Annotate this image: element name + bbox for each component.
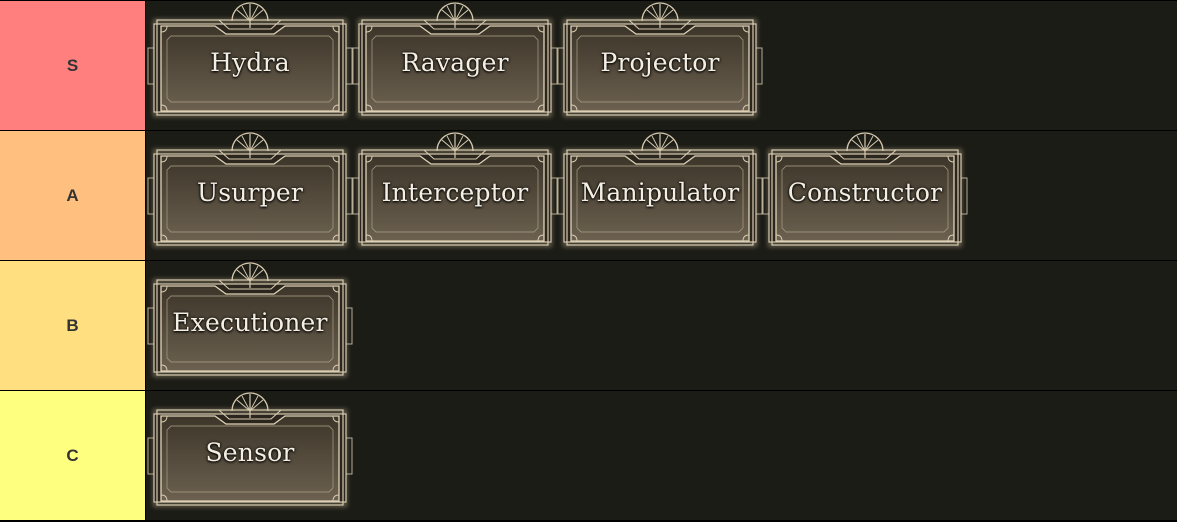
tier-item-card[interactable]: Sensor	[147, 391, 353, 520]
tier-item-card[interactable]: Manipulator	[557, 131, 763, 260]
tier-item-card[interactable]: Projector	[557, 1, 763, 130]
tier-label[interactable]: S	[0, 1, 145, 130]
tier-item-card[interactable]: Hydra	[147, 1, 353, 130]
tier-item-label: Sensor	[205, 438, 295, 467]
tier-row-b: B	[0, 261, 1177, 390]
ornate-frame-icon	[762, 132, 968, 247]
tier-label[interactable]: B	[0, 261, 145, 390]
tier-item-label: Projector	[600, 48, 720, 77]
tier-items-dropzone[interactable]: Usurper	[146, 131, 1177, 260]
ornate-frame-icon	[557, 132, 763, 247]
tier-item-label: Ravager	[401, 48, 509, 77]
ornate-frame-icon	[352, 132, 558, 247]
tier-item-label: Interceptor	[381, 178, 529, 207]
ornate-frame-icon	[147, 132, 353, 247]
tier-item-label: Executioner	[172, 308, 328, 337]
tier-item-label: Constructor	[787, 178, 943, 207]
tier-row-s: S	[0, 1, 1177, 130]
tier-items-dropzone[interactable]: Sensor	[146, 391, 1177, 520]
tier-item-label: Usurper	[196, 178, 304, 207]
ornate-frame-icon	[147, 2, 353, 117]
tier-row-c: C	[0, 391, 1177, 520]
ornate-frame-icon	[352, 2, 558, 117]
tier-item-label: Hydra	[210, 48, 290, 77]
tier-items-dropzone[interactable]: Executioner	[146, 261, 1177, 390]
tier-label[interactable]: A	[0, 131, 145, 260]
tier-item-card[interactable]: Constructor	[762, 131, 968, 260]
tier-item-card[interactable]: Executioner	[147, 261, 353, 390]
tier-item-card[interactable]: Interceptor	[352, 131, 558, 260]
tier-label[interactable]: C	[0, 391, 145, 520]
ornate-frame-icon	[147, 392, 353, 507]
ornate-frame-icon	[147, 262, 353, 377]
tier-item-card[interactable]: Usurper	[147, 131, 353, 260]
ornate-frame-icon	[557, 2, 763, 117]
tier-row-a: A	[0, 131, 1177, 260]
tier-items-dropzone[interactable]: Hydra	[146, 1, 1177, 130]
tier-item-card[interactable]: Ravager	[352, 1, 558, 130]
tier-item-label: Manipulator	[580, 178, 740, 207]
